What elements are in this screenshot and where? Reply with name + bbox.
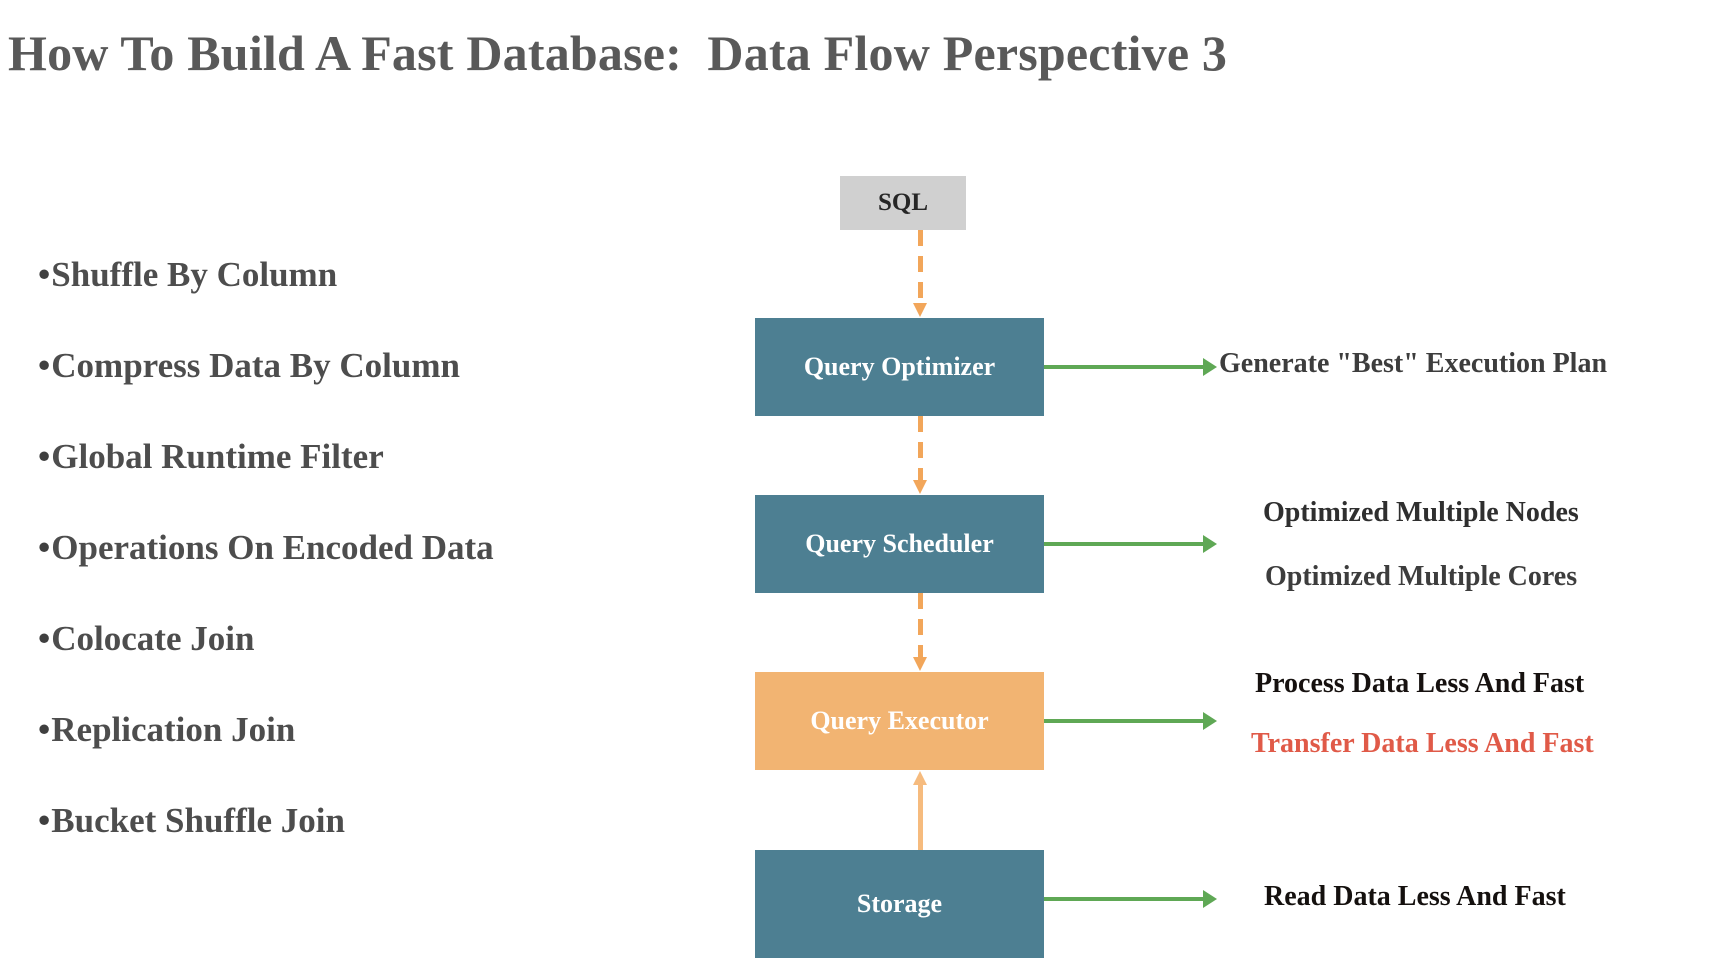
bullet-marker-icon: •	[38, 710, 51, 749]
list-item-label: Colocate Join	[51, 619, 255, 658]
bullet-marker-icon: •	[38, 255, 51, 294]
list-item-label: Operations On Encoded Data	[51, 528, 494, 567]
bullet-marker-icon: •	[38, 528, 51, 567]
arrow-head-down-icon	[913, 303, 927, 317]
connector-storage-to-executor	[913, 771, 927, 850]
annotation-optimizer: Generate "Best" Execution Plan	[1219, 348, 1608, 379]
bullet-marker-icon: •	[38, 346, 51, 385]
bullet-list: • Shuffle By Column • Compress Data By C…	[38, 255, 658, 892]
bullet-marker-icon: •	[38, 437, 51, 476]
arrow-head-down-icon	[913, 657, 927, 671]
list-item-label: Bucket Shuffle Join	[51, 801, 345, 840]
output-arrow-storage-icon	[1044, 890, 1217, 908]
page-title: How To Build A Fast Database: Data Flow …	[8, 25, 1228, 81]
list-item-label: Shuffle By Column	[51, 255, 338, 294]
arrow-head-up-icon	[913, 771, 927, 785]
connector-sql-to-optimizer	[913, 230, 927, 317]
list-item: • Shuffle By Column	[38, 255, 658, 346]
flow-node-query-scheduler: Query Scheduler	[755, 495, 1044, 593]
flow-node-sql: SQL	[840, 176, 966, 230]
annotation-scheduler-nodes: Optimized Multiple Nodes	[1263, 497, 1579, 528]
arrow-head-down-icon	[913, 480, 927, 494]
list-item: • Operations On Encoded Data	[38, 528, 658, 619]
connector-optimizer-to-scheduler	[913, 416, 927, 494]
list-item: • Replication Join	[38, 710, 658, 801]
list-item: • Compress Data By Column	[38, 346, 658, 437]
connector-scheduler-to-executor	[913, 593, 927, 671]
annotation-scheduler-cores: Optimized Multiple Cores	[1265, 561, 1578, 592]
annotation-executor-process: Process Data Less And Fast	[1255, 668, 1585, 699]
annotation-executor-transfer: Transfer Data Less And Fast	[1251, 728, 1594, 759]
list-item: • Global Runtime Filter	[38, 437, 658, 528]
list-item-label: Compress Data By Column	[51, 346, 460, 385]
bullet-marker-icon: •	[38, 619, 51, 658]
bullet-marker-icon: •	[38, 801, 51, 840]
list-item: • Bucket Shuffle Join	[38, 801, 658, 892]
output-arrow-executor-icon	[1044, 712, 1217, 730]
output-arrow-scheduler-icon	[1044, 535, 1217, 553]
list-item-label: Replication Join	[51, 710, 296, 749]
flow-node-storage: Storage	[755, 850, 1044, 958]
flow-node-query-executor: Query Executor	[755, 672, 1044, 770]
output-arrow-optimizer-icon	[1044, 358, 1217, 376]
list-item-label: Global Runtime Filter	[51, 437, 384, 476]
flow-node-query-optimizer: Query Optimizer	[755, 318, 1044, 416]
list-item: • Colocate Join	[38, 619, 658, 710]
annotation-storage-read: Read Data Less And Fast	[1264, 881, 1566, 912]
